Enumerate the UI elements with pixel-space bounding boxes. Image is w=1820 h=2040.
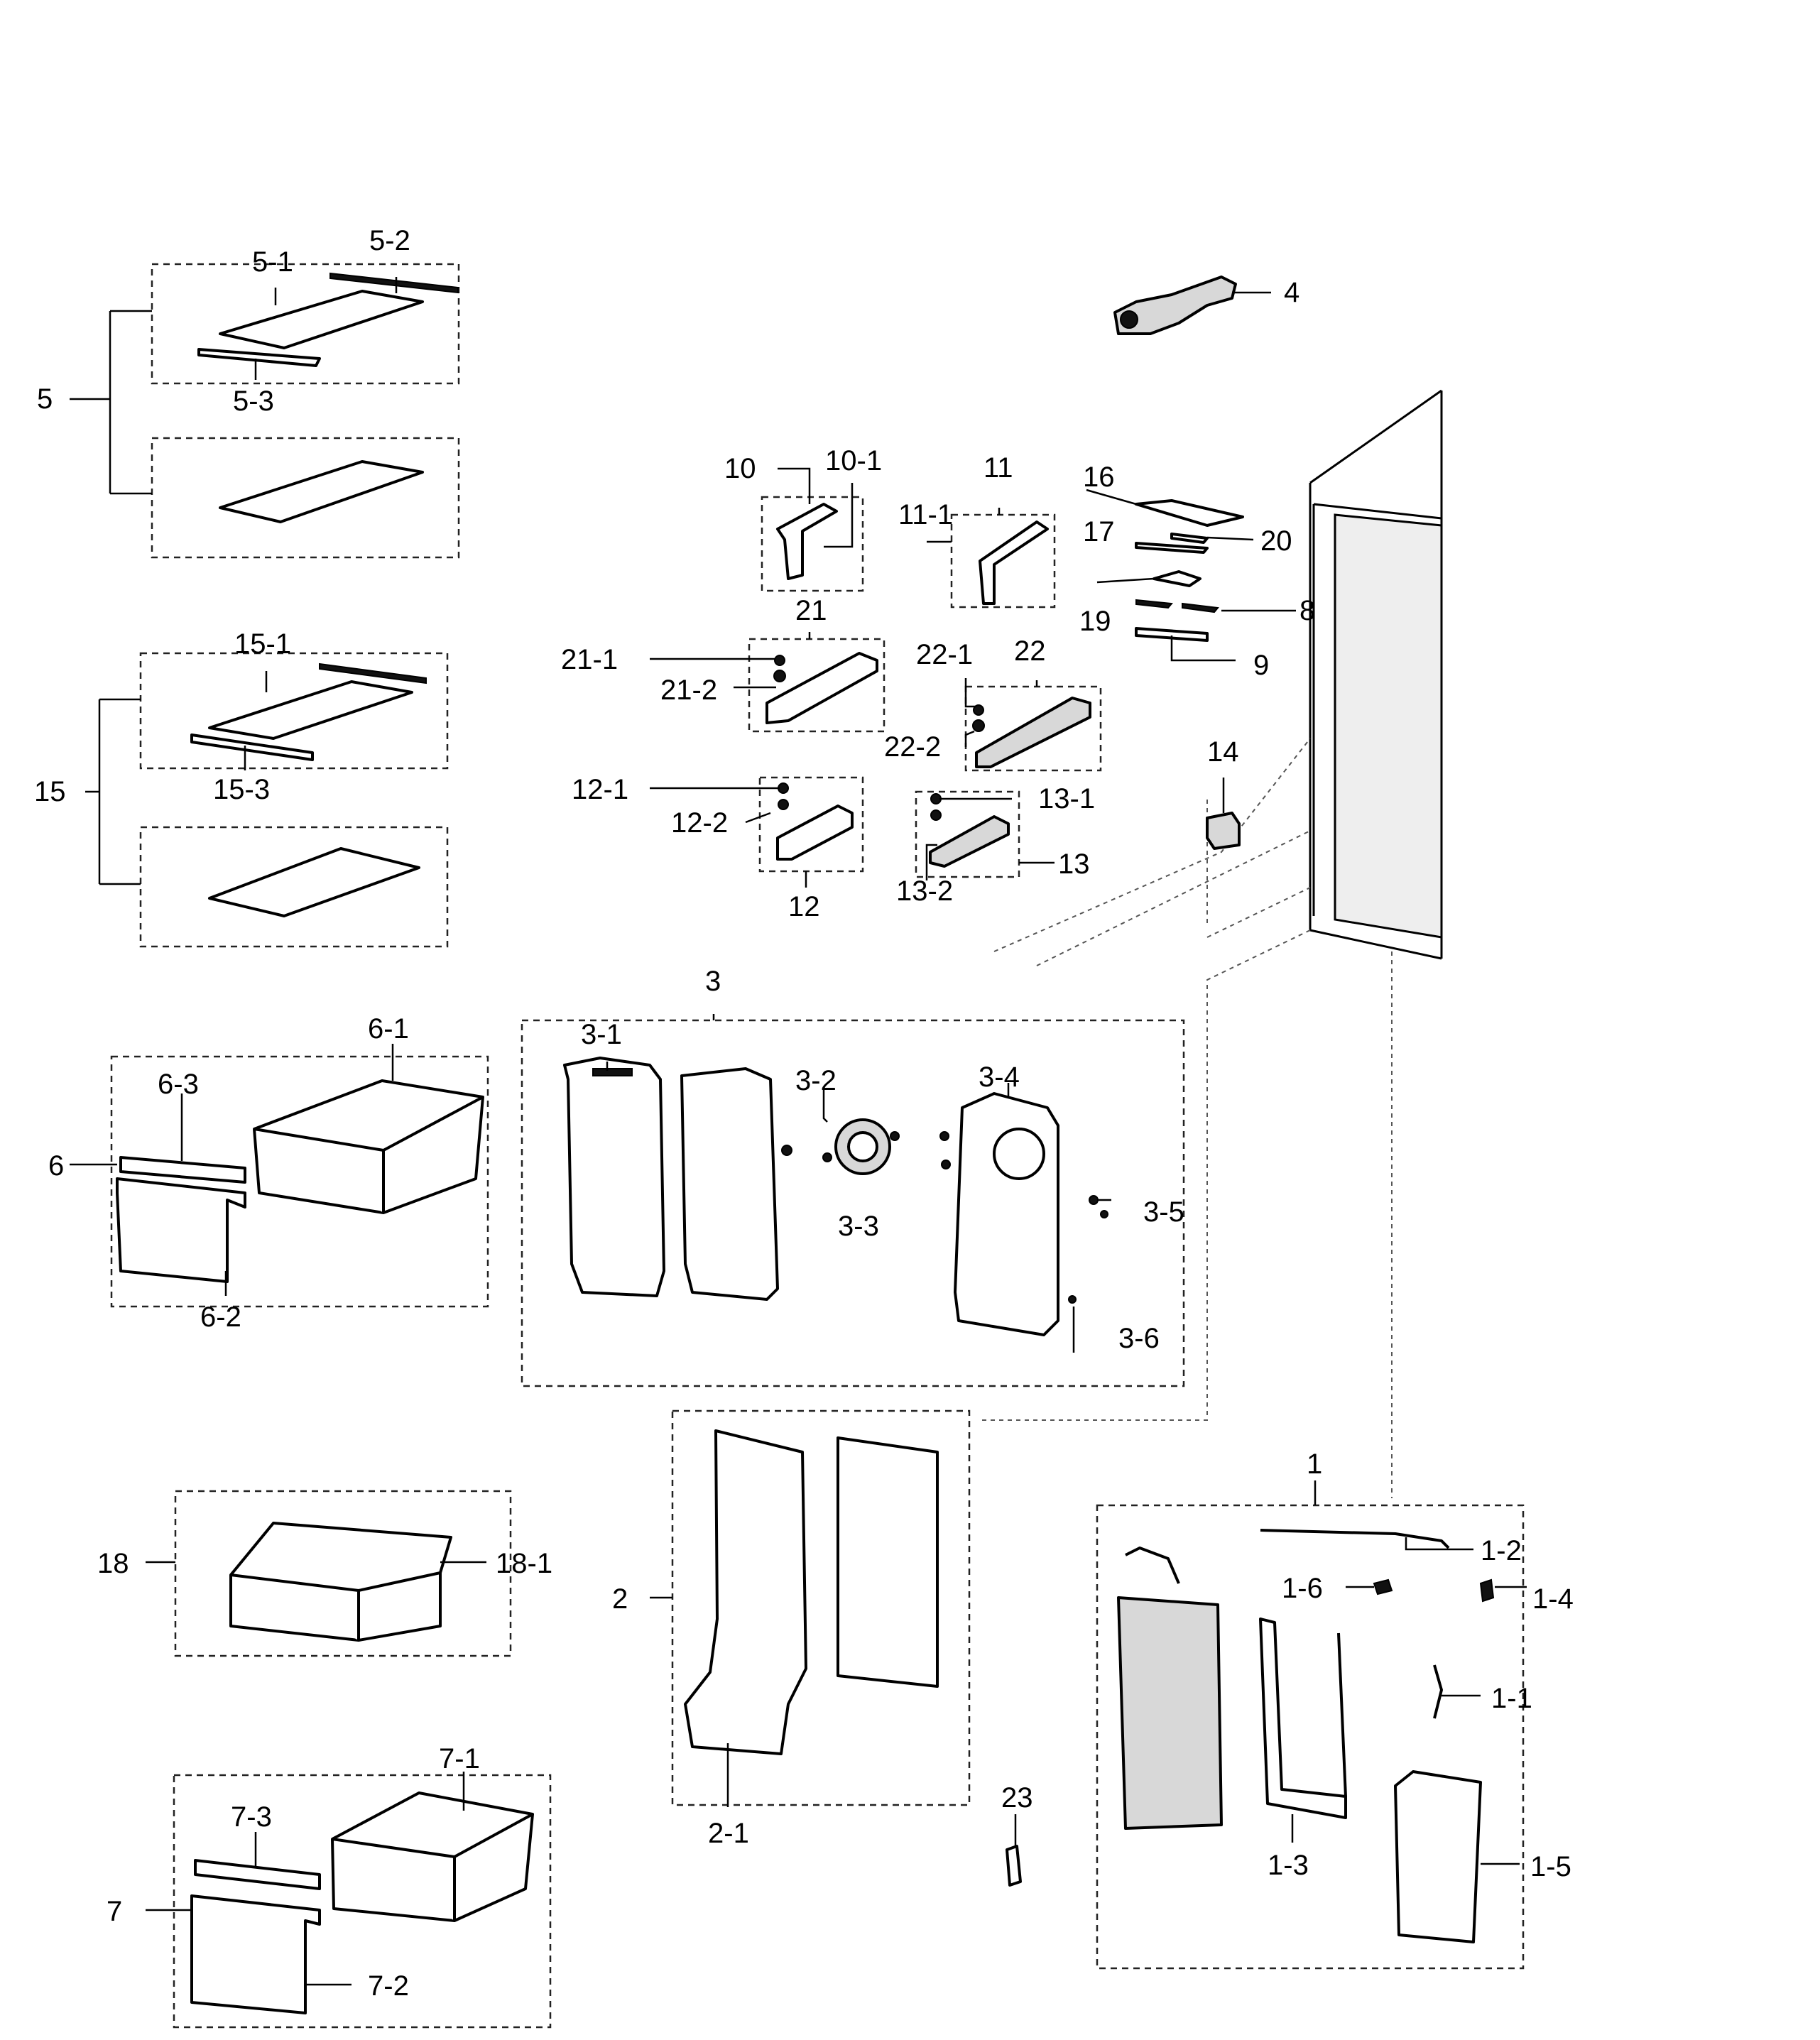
parts-12-13 <box>650 776 1055 888</box>
callout-21-2: 21-2 <box>660 675 717 706</box>
callout-15: 15 <box>34 776 66 807</box>
callout-22: 22 <box>1014 636 1046 667</box>
callout-2: 2 <box>612 1583 628 1615</box>
drawer-assembly-6 <box>70 1044 489 1308</box>
callout-5-3: 5-3 <box>233 386 274 417</box>
callout-3-5: 3-5 <box>1143 1196 1184 1228</box>
callout-3-2: 3-2 <box>795 1065 837 1096</box>
callout-6-1: 6-1 <box>368 1013 409 1044</box>
callout-7-2: 7-2 <box>368 1970 409 2002</box>
callout-20: 20 <box>1260 525 1292 557</box>
callout-16: 16 <box>1083 462 1115 493</box>
callout-22-2: 22-2 <box>884 731 941 763</box>
callout-22-1: 22-1 <box>916 639 973 670</box>
callout-14: 14 <box>1207 736 1239 768</box>
callout-12-1: 12-1 <box>572 774 628 805</box>
callout-labels: 5-2 5-1 5 5-3 4 10 10-1 11 11-1 16 17 20… <box>34 225 1574 2002</box>
callout-1-4: 1-4 <box>1532 1583 1574 1615</box>
callout-21-1: 21-1 <box>561 644 618 675</box>
callout-21: 21 <box>795 595 827 626</box>
callout-6-3: 6-3 <box>158 1069 199 1100</box>
callout-3-4: 3-4 <box>979 1062 1020 1093</box>
cabinet-outline <box>980 389 1443 1498</box>
callout-1-6: 1-6 <box>1282 1573 1323 1604</box>
callout-8: 8 <box>1299 595 1315 626</box>
callout-19: 19 <box>1079 606 1111 637</box>
callout-6-2: 6-2 <box>200 1302 241 1333</box>
callout-10: 10 <box>724 453 756 484</box>
callout-1-5: 1-5 <box>1530 1851 1571 1882</box>
callout-5: 5 <box>37 383 53 415</box>
callout-18: 18 <box>97 1548 129 1579</box>
callout-3-3: 3-3 <box>838 1211 879 1242</box>
callout-7-3: 7-3 <box>231 1801 272 1833</box>
callout-7: 7 <box>107 1896 122 1927</box>
callout-1-2: 1-2 <box>1481 1535 1522 1566</box>
callout-2-1: 2-1 <box>708 1818 749 1849</box>
callout-9: 9 <box>1253 650 1269 681</box>
parts-21-22 <box>650 632 1102 772</box>
part-23 <box>1006 1814 1022 1887</box>
callout-11-1: 11-1 <box>898 499 953 530</box>
parts-10-20 <box>761 467 1296 662</box>
fan-assembly-3 <box>521 1014 1185 1387</box>
callout-6: 6 <box>48 1150 64 1182</box>
callout-3-1: 3-1 <box>581 1019 622 1050</box>
callout-1-1: 1-1 <box>1491 1683 1532 1714</box>
callout-23: 23 <box>1001 1782 1033 1813</box>
part-14 <box>1206 778 1241 850</box>
callout-1-3: 1-3 <box>1268 1850 1309 1881</box>
part-4 <box>1113 276 1271 335</box>
callout-15-3: 15-3 <box>213 774 270 805</box>
callout-1: 1 <box>1307 1449 1322 1480</box>
evaporator-assembly-1 <box>1096 1480 1527 1970</box>
callout-10-1: 10-1 <box>825 445 882 476</box>
callout-7-1: 7-1 <box>439 1743 480 1774</box>
callout-3-6: 3-6 <box>1118 1323 1160 1354</box>
drawer-assembly-7 <box>146 1772 552 2029</box>
tray-assembly-18 <box>146 1490 512 1657</box>
callout-15-1: 15-1 <box>234 628 291 660</box>
callout-5-1: 5-1 <box>252 246 293 278</box>
callout-12: 12 <box>788 891 820 922</box>
callout-12-2: 12-2 <box>671 807 728 839</box>
callout-11: 11 <box>983 452 1013 484</box>
callout-17: 17 <box>1083 516 1115 547</box>
callout-4: 4 <box>1284 277 1299 308</box>
callout-13: 13 <box>1058 849 1090 880</box>
callout-3: 3 <box>705 966 721 997</box>
shelf-assembly-5 <box>70 263 460 559</box>
callout-13-1: 13-1 <box>1038 783 1095 814</box>
callout-5-2: 5-2 <box>369 225 410 256</box>
shelf-assembly-15 <box>85 652 449 948</box>
duct-assembly-2 <box>650 1409 971 1807</box>
callout-13-2: 13-2 <box>896 876 953 907</box>
callout-18-1: 18-1 <box>496 1548 552 1579</box>
